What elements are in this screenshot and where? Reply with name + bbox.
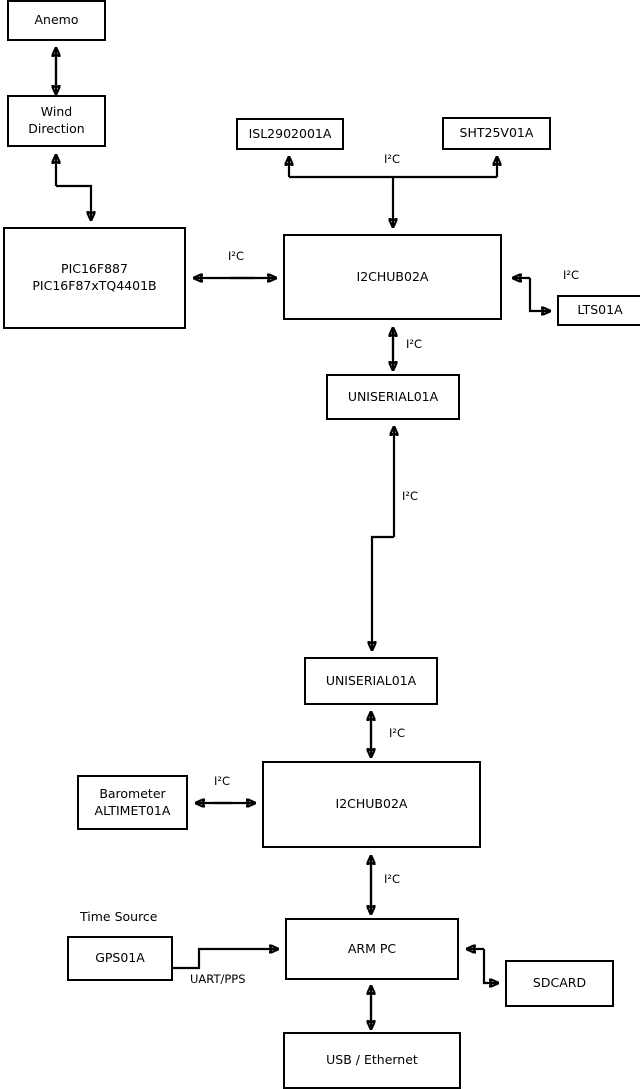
node-usb-ethernet[interactable]: USB / Ethernet — [283, 1032, 461, 1089]
node-uniserial01a-upper-label: UNISERIAL01A — [347, 388, 439, 404]
edge-armpc-sdcard — [467, 949, 498, 983]
node-barometer[interactable]: Barometer ALTIMET01A — [77, 775, 188, 830]
node-wind-direction[interactable]: Wind Direction — [7, 95, 106, 147]
node-sht25v01a[interactable]: SHT25V01A — [442, 117, 551, 150]
edge-label-i2c-uniserial-uniserial: I²C — [402, 489, 419, 503]
node-gps01a-label: GPS01A — [95, 950, 145, 966]
node-sdcard-label: SDCARD — [532, 975, 587, 991]
edge-label-i2c-hub-armpc: I²C — [384, 872, 401, 886]
node-lts01a[interactable]: LTS01A — [557, 295, 640, 326]
node-i2chub02a-bottom-label: I2CHUB02A — [335, 796, 408, 812]
edge-label-i2c-uniserial-hub: I²C — [389, 726, 406, 740]
node-sht25v01a-label: SHT25V01A — [459, 125, 534, 141]
node-anemo-label: Anemo — [34, 12, 79, 28]
edge-gps-armpc — [173, 949, 278, 970]
node-gps01a[interactable]: GPS01A — [67, 936, 173, 981]
node-pic-mcu[interactable]: PIC16F887 PIC16F87xTQ4401B — [3, 227, 186, 329]
node-lts01a-label: LTS01A — [577, 302, 623, 318]
node-isl2902001a-label: ISL2902001A — [248, 125, 332, 141]
node-sdcard[interactable]: SDCARD — [505, 960, 614, 1007]
node-arm-pc-label: ARM PC — [347, 940, 397, 956]
node-anemo[interactable]: Anemo — [7, 0, 106, 41]
node-wind-direction-label: Wind Direction — [28, 104, 85, 136]
edge-label-i2c-pic-hub: I²C — [228, 249, 245, 263]
edge-label-i2c-hub-lts: I²C — [563, 268, 580, 282]
node-i2chub02a-top[interactable]: I2CHUB02A — [283, 234, 502, 320]
edge-label-i2c-hub-uniserial: I²C — [406, 337, 423, 351]
node-uniserial01a-upper[interactable]: UNISERIAL01A — [326, 374, 460, 420]
node-isl2902001a[interactable]: ISL2902001A — [236, 118, 344, 150]
node-uniserial01a-lower[interactable]: UNISERIAL01A — [304, 657, 438, 705]
node-i2chub02a-bottom[interactable]: I2CHUB02A — [262, 761, 481, 848]
edge-hubtop-bus — [289, 157, 497, 227]
node-usb-ethernet-label: USB / Ethernet — [326, 1052, 418, 1068]
edge-label-uart-pps: UART/PPS — [190, 972, 246, 986]
edge-label-i2c-bus-top: I²C — [384, 152, 401, 166]
node-barometer-label: Barometer ALTIMET01A — [94, 785, 171, 818]
edge-uniup-unidn — [372, 427, 394, 650]
edge-label-i2c-barometer-hub: I²C — [214, 774, 231, 788]
node-pic-mcu-label: PIC16F887 PIC16F87xTQ4401B — [32, 261, 157, 293]
node-uniserial01a-lower-label: UNISERIAL01A — [325, 672, 417, 688]
edge-hubtop-lts — [513, 278, 550, 311]
edge-wind-pic — [56, 155, 91, 220]
label-time-source: Time Source — [80, 909, 158, 924]
node-arm-pc[interactable]: ARM PC — [285, 918, 459, 980]
node-i2chub02a-top-label: I2CHUB02A — [356, 268, 429, 284]
